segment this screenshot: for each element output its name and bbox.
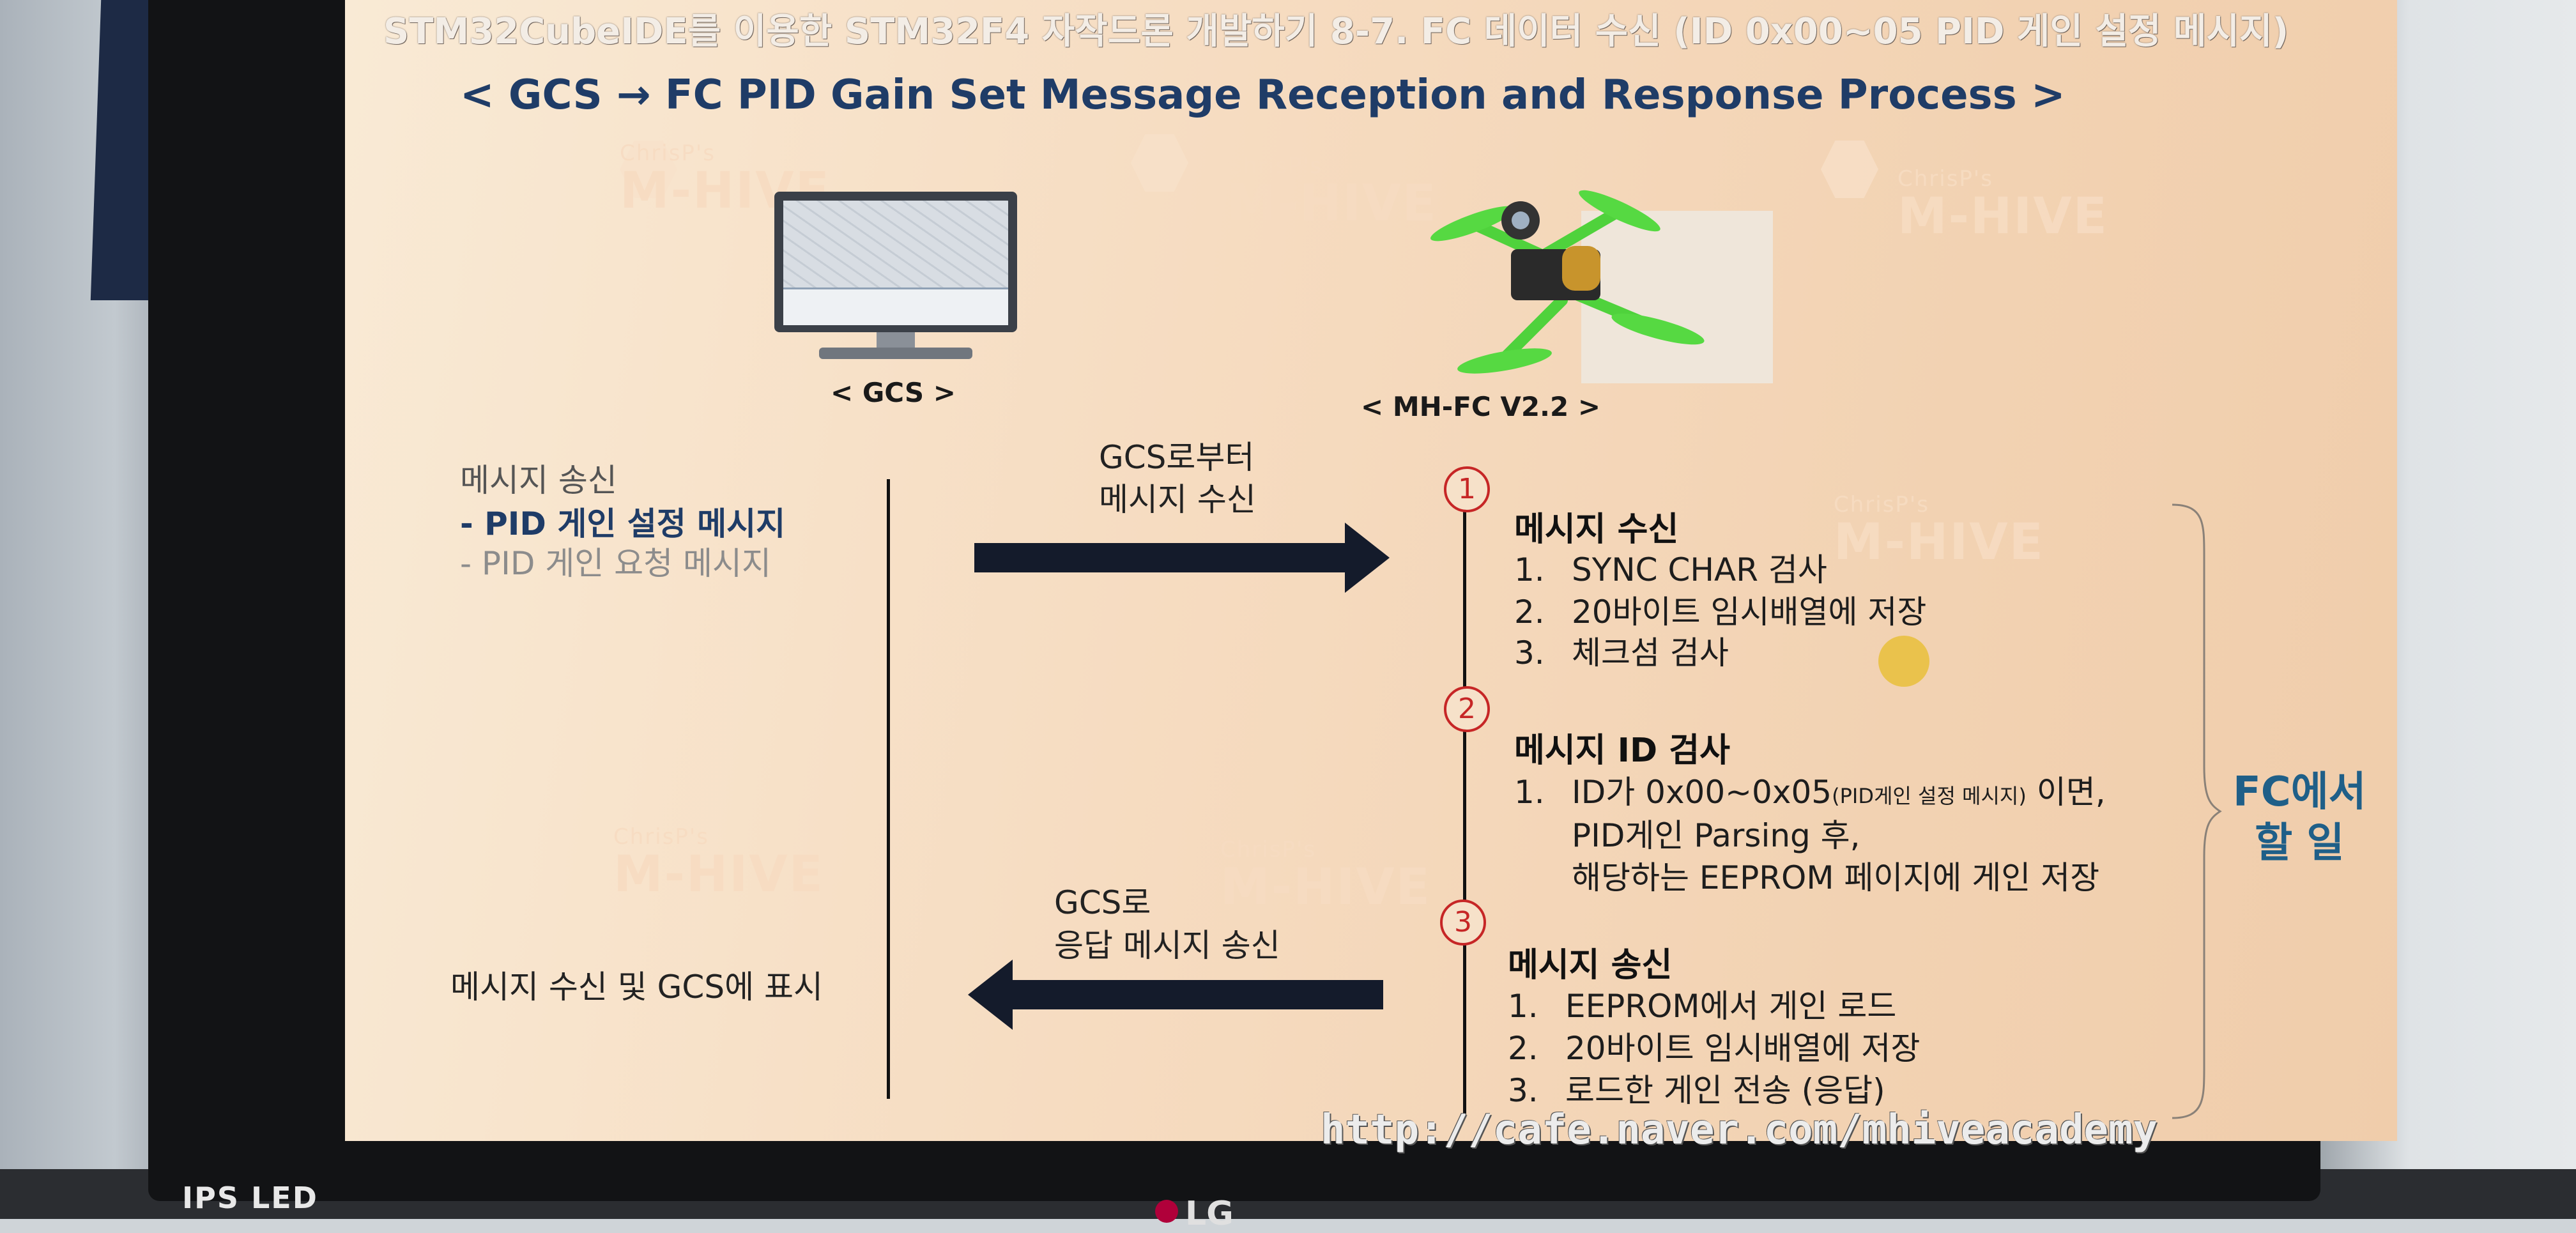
step-3-item: 2.20바이트 임시배열에 저장 (1508, 1030, 1920, 1067)
step-2-item-line: PID게인 Parsing 후, (1572, 817, 1860, 854)
watermark-hex (1821, 141, 1878, 198)
fc-caption: < MH-FC V2.2 > (1361, 391, 1601, 422)
gcs-timeline (887, 479, 890, 1099)
curly-brace (2172, 503, 2222, 1119)
pointer-highlight (1878, 636, 1929, 687)
step-3-badge: 3 (1440, 900, 1486, 946)
gcs-monitor-illustration (774, 192, 1017, 364)
arrow-left-label-1: GCS로 (1054, 884, 1151, 921)
monitor-brand-ips: IPS LED (182, 1181, 318, 1215)
left-receive-label: 메시지 수신 및 GCS에 표시 (450, 969, 823, 1006)
step-3-heading: 메시지 송신 (1508, 946, 1673, 984)
watermark-hex (1131, 134, 1188, 192)
step-1-item: 1.SYNC CHAR 검사 (1514, 551, 1827, 588)
step-1-badge: 1 (1444, 466, 1490, 512)
arrow-left (968, 960, 1383, 1030)
left-send-item-set: - PID 게인 설정 메시지 (460, 505, 786, 542)
arrow-right (974, 523, 1390, 593)
step-3-item: 3.로드한 게인 전송 (응답) (1508, 1072, 1885, 1109)
step-1-item: 3.체크섬 검사 (1514, 634, 1729, 671)
lg-logo-icon (1155, 1200, 1178, 1223)
step-2-item: 1.ID가 0x00~0x05(PID게인 설정 메시지) 이면, (1514, 774, 2106, 811)
watermark-hex (620, 141, 677, 198)
step-2-badge: 2 (1444, 686, 1490, 732)
monitor-brand-lg: LG (1185, 1195, 1234, 1233)
step-2-heading: 메시지 ID 검사 (1514, 731, 1730, 770)
step-1-heading: 메시지 수신 (1514, 510, 1679, 549)
drone-illustration (1430, 190, 1773, 383)
step-2-item-line: 해당하는 EEPROM 페이지에 게인 저장 (1572, 859, 2100, 896)
fc-timeline (1463, 486, 1466, 1115)
arrow-right-label-1: GCS로부터 (1099, 439, 1255, 476)
left-send-item-request: - PID 게인 요청 메시지 (460, 545, 772, 582)
source-url: http://cafe.naver.com/mhiveacademy (1321, 1107, 2158, 1154)
slide-title: < GCS → FC PID Gain Set Message Receptio… (460, 72, 2066, 119)
gcs-caption: < GCS > (831, 377, 956, 408)
arrow-right-label-2: 메시지 수신 (1099, 481, 1256, 518)
step-3-item: 1.EEPROM에서 게인 로드 (1508, 988, 1897, 1025)
arrow-left-label-2: 응답 메시지 송신 (1054, 927, 1280, 964)
left-send-title: 메시지 송신 (460, 462, 617, 499)
course-title: STM32CubeIDE를 이용한 STM32F4 자작드론 개발하기 8-7.… (383, 11, 2289, 52)
step-1-item: 2.20바이트 임시배열에 저장 (1514, 594, 1927, 631)
